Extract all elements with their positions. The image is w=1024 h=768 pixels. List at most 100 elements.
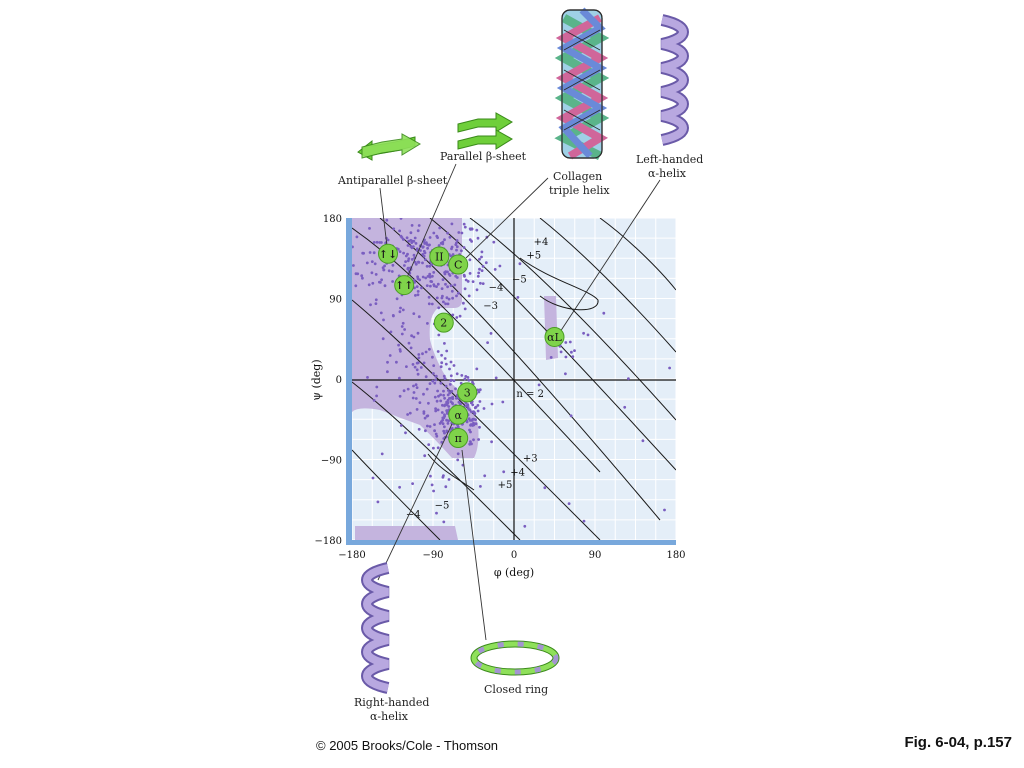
contour-label: +3: [523, 453, 538, 464]
data-point: [387, 269, 391, 273]
data-point: [417, 224, 421, 227]
data-point: [413, 236, 417, 240]
closed-ring-icon: [470, 640, 560, 676]
contour-line: [469, 218, 676, 421]
structure-marker-label: α: [454, 409, 462, 422]
structure-marker-label: π: [455, 432, 462, 445]
data-point: [436, 282, 440, 286]
data-point: [404, 431, 407, 435]
data-point: [426, 322, 429, 325]
data-point: [403, 328, 406, 331]
data-point: [454, 387, 457, 391]
antiparallel-sheet-label: Antiparallel β-sheet: [337, 174, 448, 187]
contour-label: n = 2: [516, 389, 544, 400]
data-point: [451, 313, 455, 317]
data-point: [502, 470, 506, 474]
structure-marker-label: αL: [547, 331, 562, 344]
data-point: [448, 235, 452, 239]
data-point: [446, 422, 450, 425]
data-point: [375, 394, 378, 398]
data-point: [379, 311, 383, 315]
data-point: [468, 258, 472, 262]
data-point: [447, 419, 450, 423]
data-point: [436, 236, 439, 240]
data-point: [438, 226, 442, 230]
data-point: [444, 485, 448, 489]
data-point: [354, 284, 358, 288]
data-point: [434, 407, 437, 411]
data-point: [432, 489, 435, 493]
data-point: [426, 424, 429, 428]
data-point: [412, 312, 416, 315]
data-point: [399, 234, 403, 238]
data-point: [362, 251, 365, 255]
structure-marker-dot: [433, 312, 454, 333]
data-point: [602, 311, 606, 315]
data-point: [381, 337, 385, 341]
data-point: [372, 251, 376, 255]
data-point: [480, 255, 483, 259]
data-point: [424, 276, 428, 280]
contour-line: [352, 227, 601, 473]
data-point: [586, 333, 590, 337]
data-point: [411, 363, 415, 366]
data-point: [425, 284, 429, 287]
collagen-label-line2: triple helix: [549, 184, 610, 197]
data-point: [412, 239, 416, 243]
data-point: [449, 284, 453, 287]
data-point: [442, 416, 446, 420]
x-tick-label: −180: [338, 550, 365, 561]
data-point: [573, 349, 576, 352]
antiparallel-sheet-arrows-icon: [357, 133, 421, 161]
structure-marker-label: 2: [440, 317, 447, 330]
contour-line: [352, 449, 441, 540]
data-point: [398, 229, 401, 233]
data-point: [380, 452, 384, 456]
data-point: [444, 282, 447, 286]
data-point: [448, 383, 452, 386]
data-point: [366, 376, 369, 379]
data-point: [422, 410, 426, 413]
data-point: [434, 409, 438, 413]
data-point: [450, 389, 454, 393]
data-point: [407, 239, 411, 243]
x-tick-label: 0: [511, 550, 517, 561]
data-point: [481, 265, 485, 268]
data-point: [462, 222, 466, 226]
allowed-region-main: [352, 218, 479, 458]
data-point: [447, 405, 451, 408]
structure-marker-dot: [448, 404, 469, 425]
data-point: [567, 502, 571, 505]
data-point: [405, 365, 408, 368]
data-point: [398, 376, 401, 380]
data-point: [400, 325, 404, 328]
data-point: [411, 482, 414, 485]
data-point: [374, 273, 378, 276]
data-point: [469, 430, 472, 434]
data-point: [383, 284, 387, 288]
y-tick-label: 0: [336, 375, 342, 386]
structure-marker-dot: [448, 254, 469, 275]
contour-label: −5: [435, 501, 450, 512]
data-point: [410, 241, 414, 245]
data-point: [455, 316, 459, 319]
right-helix-label-line2: α-helix: [370, 710, 409, 723]
data-point: [478, 425, 481, 429]
data-point: [402, 389, 406, 393]
data-point: [433, 381, 437, 385]
data-point: [468, 419, 472, 422]
data-point: [361, 276, 364, 280]
data-point: [421, 352, 424, 356]
right-helix-label-line1: Right-handed: [354, 696, 429, 709]
data-point: [431, 355, 434, 359]
data-point: [369, 303, 372, 307]
data-point: [365, 261, 369, 265]
data-point: [413, 365, 417, 369]
data-point: [477, 390, 481, 394]
data-point: [476, 409, 480, 413]
data-point: [442, 374, 446, 378]
data-point: [476, 404, 480, 407]
data-point: [467, 294, 471, 298]
data-point: [442, 520, 446, 524]
